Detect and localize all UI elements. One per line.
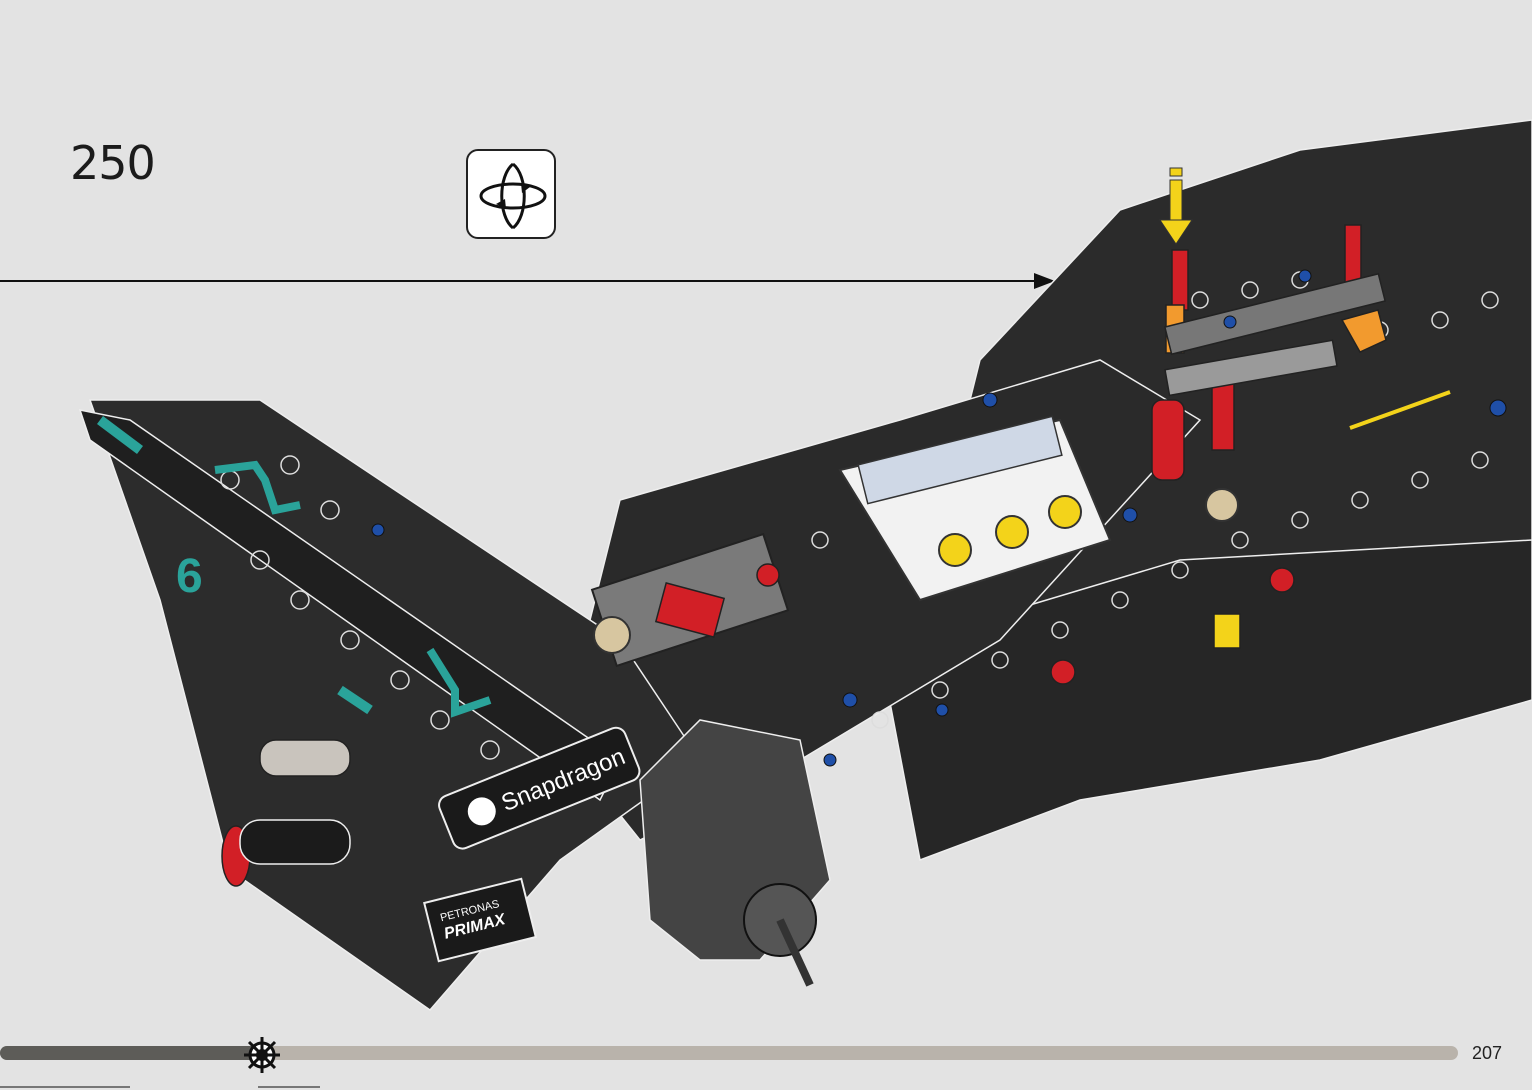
progress-fill [0,1046,262,1060]
team-number-decal: 6 [176,550,203,603]
page-number: 207 [1472,1043,1502,1064]
bottom-crop-marks [0,1084,340,1090]
gear-icon [242,1035,282,1075]
progress-bar [0,1046,1458,1060]
model-illustration: 6 Snapdragon PETRONAS PRIMAX [0,0,1532,1030]
